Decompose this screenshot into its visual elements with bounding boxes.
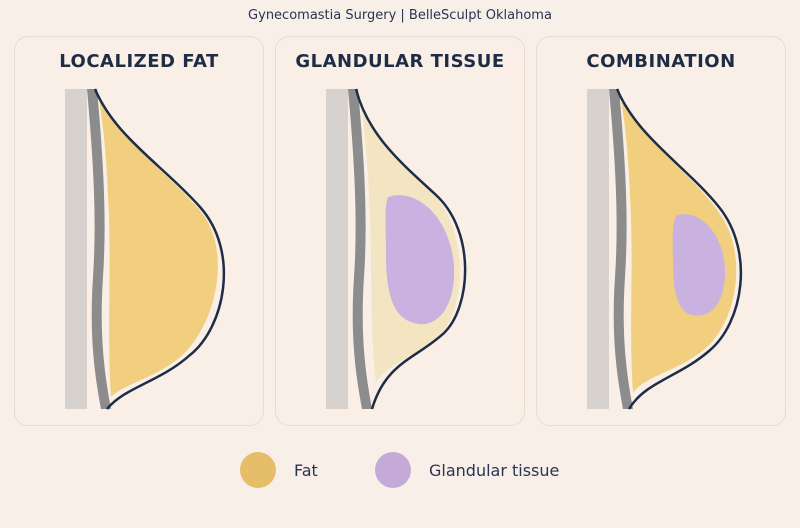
glandular-tissue <box>672 214 725 316</box>
panel-title: GLANDULAR TISSUE <box>295 51 505 72</box>
panel-combination: COMBINATION <box>536 36 786 426</box>
skin-outline <box>93 88 226 410</box>
legend-item-fat: Fat <box>240 452 318 488</box>
muscle-band <box>348 89 372 409</box>
fat-swatch-icon <box>240 452 276 488</box>
fat-tissue <box>99 99 218 397</box>
glandular-tissue <box>385 195 455 325</box>
panel-localized-fat: LOCALIZED FAT <box>14 36 264 426</box>
chest-wall <box>65 89 87 409</box>
muscle-band <box>609 89 633 409</box>
chest-wall <box>326 89 348 409</box>
legend-label: Glandular tissue <box>429 460 560 480</box>
chest-wall <box>587 89 609 409</box>
skin-outline <box>615 88 743 410</box>
glandular-swatch-icon <box>375 452 411 488</box>
combination-illustration <box>587 88 743 410</box>
legend-label: Fat <box>294 460 318 480</box>
skin-outline <box>354 88 467 410</box>
panel-glandular-tissue: GLANDULAR TISSUE <box>275 36 525 426</box>
header-title: Gynecomastia Surgery | BelleSculpt Oklah… <box>248 8 552 23</box>
muscle-band <box>87 89 111 409</box>
localized-fat-illustration <box>65 88 226 410</box>
panel-title: LOCALIZED FAT <box>59 51 219 72</box>
glandular-tissue-illustration <box>326 88 467 410</box>
legend-item-glandular: Glandular tissue <box>375 452 559 488</box>
panel-title: COMBINATION <box>586 51 736 72</box>
